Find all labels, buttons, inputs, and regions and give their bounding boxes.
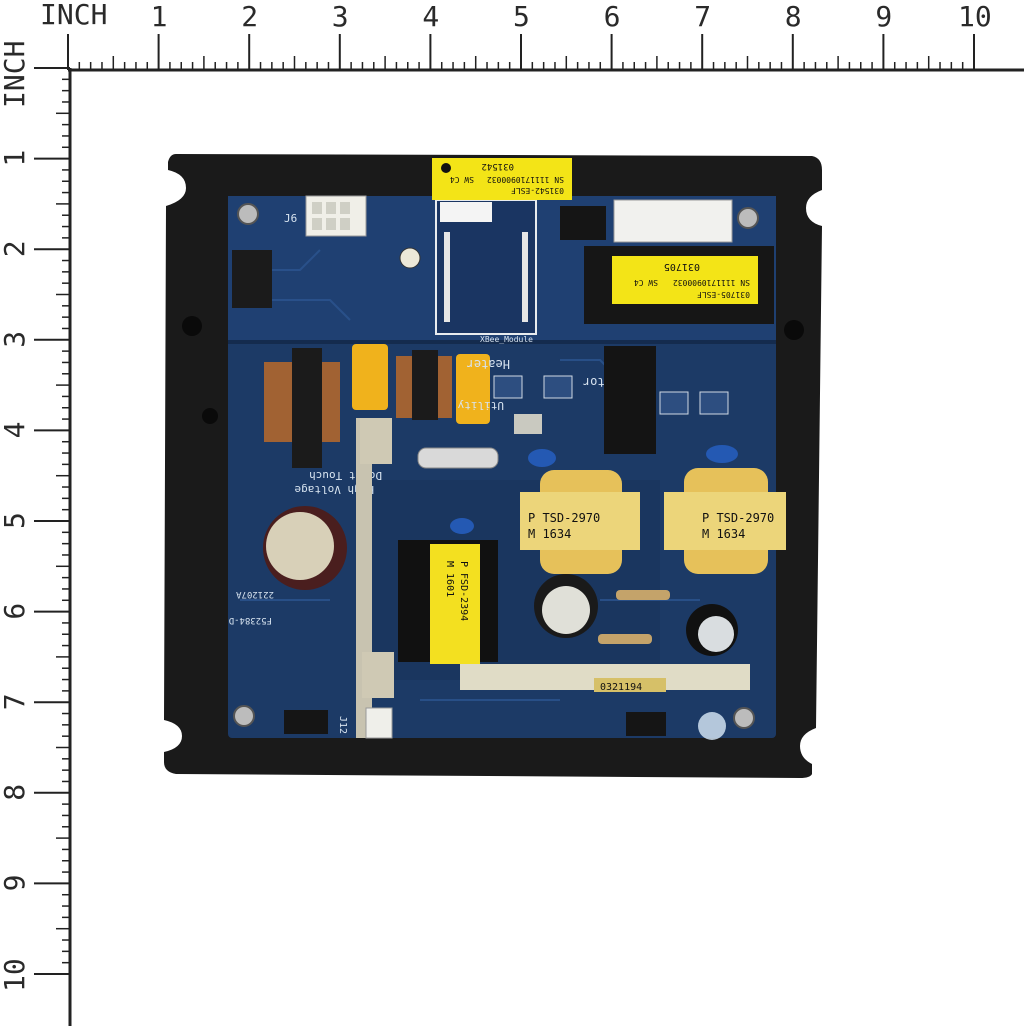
ruler-top-number: 6 [604, 0, 621, 33]
xbee-label: XBee_Module [480, 335, 533, 344]
utility-label: Utility [457, 399, 504, 412]
right-label-sub: 031705-ESLF [697, 290, 750, 299]
ruler-left-number: 8 [0, 784, 31, 801]
ruler-top-number: 10 [958, 0, 992, 33]
ruler-top-number: 4 [422, 0, 439, 33]
ruler-left-number: 9 [0, 875, 31, 892]
connector-label-j6: J6 [284, 212, 297, 225]
circuit-board: J6 XBee_Module 031542-ESLF SN 1111710900… [228, 158, 786, 740]
transformer-2-line1: P TSD-2970 [702, 511, 774, 525]
ruler-top-number: 3 [332, 0, 349, 33]
ruler-left-number: 3 [0, 331, 31, 348]
board-code: F52384-D [229, 615, 272, 625]
transformer-small-line1: P FSD-2394 [458, 561, 469, 621]
top-label-sw: SW C4 [450, 175, 474, 184]
ruler-top-number: 5 [513, 0, 530, 33]
ruler-top-number: 8 [785, 0, 802, 33]
ruler-top-number: 7 [694, 0, 711, 33]
transformer-2: P TSD-2970 M 1634 [664, 468, 786, 574]
top-label-part: 031542 [481, 161, 514, 171]
ruler-left-number: 6 [0, 603, 31, 620]
high-voltage-label: High Voltage [295, 483, 374, 496]
ruler-left-number: 5 [0, 512, 31, 529]
top-label-serial: SN 1111710900032 [487, 175, 564, 184]
right-label-sw: SW C4 [634, 278, 658, 287]
ruler-left-number: 2 [0, 240, 31, 257]
heater-label: Heater [467, 357, 510, 371]
board-code-2: 221207A [235, 589, 274, 599]
right-label-serial: SN 1111710900032 [673, 278, 750, 287]
ruler-top: INCH 1 2 3 4 5 6 7 8 9 10 [40, 0, 1024, 72]
barcode-small-label: 0321194 [600, 682, 642, 693]
ruler-left-number: 10 [0, 958, 31, 992]
ruler-top-number: 2 [241, 0, 258, 33]
ruler-top-number: 9 [875, 0, 892, 33]
transformer-small-line2: M 1601 [444, 561, 455, 597]
ruler-left: INCH 1 2 3 4 5 6 7 8 9 10 [0, 41, 72, 1026]
top-label-sub: 031542-ESLF [511, 186, 564, 195]
ruler-unit-label-vertical: INCH [0, 41, 31, 108]
ruler-unit-label: INCH [40, 0, 107, 31]
right-label-part: 031705 [664, 261, 700, 272]
ruler-left-number: 1 [0, 150, 31, 167]
ruler-top-number: 1 [151, 0, 168, 33]
connector-label-j12: J12 [337, 716, 348, 734]
transformer-1-line1: P TSD-2970 [528, 511, 600, 525]
ruler-left-number: 7 [0, 693, 31, 710]
transformer-1-line2: M 1634 [528, 527, 571, 541]
ruler-left-number: 4 [0, 422, 31, 439]
transformer-small: P FSD-2394 M 1601 [398, 540, 498, 664]
transformer-2-line2: M 1634 [702, 527, 745, 541]
transformer-1: P TSD-2970 M 1634 [520, 470, 640, 574]
serial-label-right: 031705-ESLF SN 1111710900032 SW C4 03170… [612, 256, 758, 304]
serial-label-top: 031542-ESLF SN 1111710900032 SW C4 03154… [432, 158, 572, 200]
